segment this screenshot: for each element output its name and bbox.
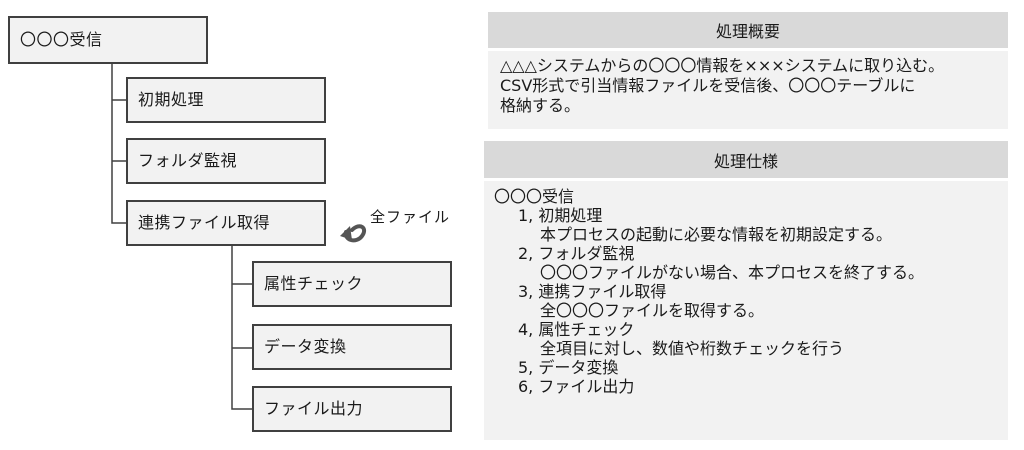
tree-connectors — [111, 64, 367, 410]
tree-node-file-fetch: 連携ファイル取得 — [126, 200, 326, 246]
loop-label: 全ファイル — [370, 208, 451, 226]
tree-node-init: 初期処理 — [126, 77, 326, 123]
spec-item-detail: 全〇〇〇ファイルを取得する。 — [540, 301, 765, 320]
spec-item-heading: 1, 初期処理 — [518, 206, 603, 225]
summary-line: CSV形式で引当情報ファイルを受信後、〇〇〇テーブルに — [500, 76, 916, 95]
summary-body: △△△システムからの〇〇〇情報を×××システムに取り込む。 CSV形式で引当情報… — [488, 51, 1008, 129]
spec-title: 〇〇〇受信 — [494, 187, 575, 206]
spec-header: 処理仕様 — [484, 141, 1008, 178]
spec-item-heading: 2, フォルダ監視 — [518, 244, 635, 263]
spec-item-heading: 5, データ変換 — [518, 358, 619, 377]
spec-item-heading: 4, 属性チェック — [518, 320, 635, 339]
spec-body: 〇〇〇受信 1, 初期処理 本プロセスの起動に必要な情報を初期設定する。 2, … — [484, 181, 1008, 440]
summary-header: 処理概要 — [488, 12, 1008, 48]
tree-node-file-output: ファイル出力 — [252, 386, 452, 432]
spec-item-heading: 6, ファイル出力 — [518, 377, 635, 396]
spec-item-detail: 本プロセスの起動に必要な情報を初期設定する。 — [540, 225, 893, 244]
summary-line: △△△システムからの〇〇〇情報を×××システムに取り込む。 — [500, 56, 945, 75]
tree-node-folder-watch: フォルダ監視 — [126, 138, 326, 184]
tree-root: 〇〇〇受信 — [8, 16, 208, 64]
spec-item-detail: 全項目に対し、数値や桁数チェックを行う — [540, 339, 845, 358]
spec-item-detail: 〇〇〇ファイルがない場合、本プロセスを終了する。 — [540, 263, 925, 282]
summary-line: 格納する。 — [500, 96, 581, 115]
loop-arrow-icon — [340, 224, 367, 243]
spec-item-heading: 3, 連携ファイル取得 — [518, 282, 667, 301]
tree-node-attr-check: 属性チェック — [252, 261, 452, 307]
tree-node-data-convert: データ変換 — [252, 324, 452, 370]
